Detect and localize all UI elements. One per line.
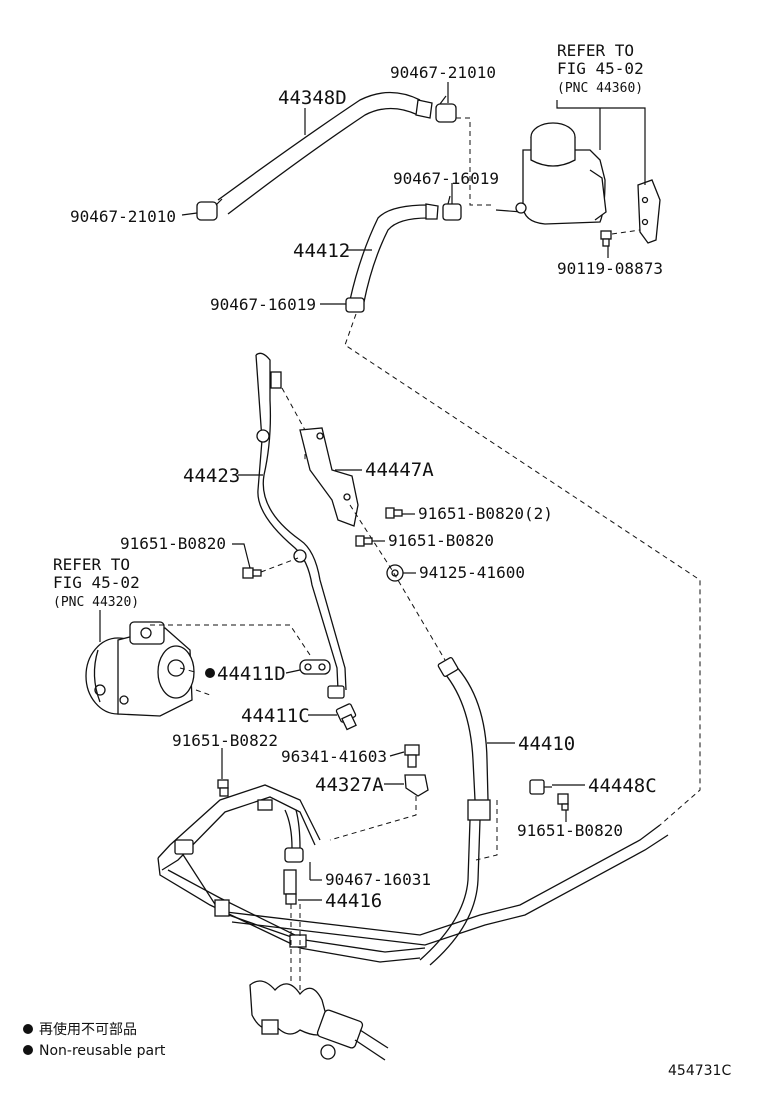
label-44448C: 44448C [588,775,657,797]
legend-dot-2 [23,1045,33,1055]
leader-bolt-96341 [389,751,405,757]
leader-bolt-left [232,543,251,569]
label-44416: 44416 [325,890,382,912]
legend-dot-1 [23,1024,33,1034]
lower-hose [283,869,297,905]
reservoir-illustration [495,122,607,225]
label-44423: 44423 [183,465,240,487]
clamp-bracket-44327A [404,774,429,797]
label-44411D: 44411D [217,663,286,685]
bolt-44448C [557,793,569,811]
label-91651-B0820-left: 91651-B0820 [120,534,226,553]
reservoir-bracket [637,179,661,244]
return-hose [349,203,439,303]
upper-return-hose [217,91,433,215]
reservoir-bolt [600,230,612,247]
reservoir-ref-line2: FIG 45-02 [557,59,644,78]
lower-tube-assembly [157,784,669,963]
label-44447A: 44447A [365,459,434,481]
label-90467-16019-low: 90467-16019 [210,295,316,314]
non-reusable-marker [205,668,215,678]
leader-44411d [285,669,301,674]
reservoir-ref-leader [556,100,646,185]
pump-ref-line3: (PNC 44320) [53,595,139,610]
reservoir-ref-line3: (PNC 44360) [557,81,643,96]
clamp-upper-right [435,95,457,123]
label-91651-B0820-right: 91651-B0820 [517,821,623,840]
nut [386,564,404,582]
label-94125-41600: 94125-41600 [419,563,525,582]
bolt-lower [217,779,229,797]
clamp-lower [284,847,304,863]
leader-clamp-upper-left [181,212,198,216]
pump-ref-line2: FIG 45-02 [53,573,140,592]
legend: 再使用不可部品 Non-reusable part [23,1021,166,1059]
gasket-44411D [205,659,331,678]
union-fitting [327,685,345,699]
pump-ref-line1: REFER TO [53,555,130,574]
pressure-hose [419,657,491,966]
bolt-bracket [355,535,373,547]
label-91651-B0820-bracket: 91651-B0820 [388,531,494,550]
label-44348D: 44348D [278,87,347,109]
clamp-44448C [529,779,552,795]
legend-item-2: Non-reusable part [39,1043,166,1059]
bolt-96341 [404,744,420,768]
label-96341-41603: 96341-41603 [281,747,387,766]
label-90467-16019-top: 90467-16019 [393,169,499,188]
bolt-left [242,567,262,579]
union-bolt-44411C [335,703,357,731]
label-90467-21010-left: 90467-21010 [70,207,176,226]
label-44411C: 44411C [241,705,310,727]
label-44327A: 44327A [315,774,384,796]
label-90119-08873: 90119-08873 [557,259,663,278]
legend-item-1: 再使用不可部品 [39,1021,137,1038]
reservoir-ref-line1: REFER TO [557,41,634,60]
label-91651-B0822: 91651-B0822 [172,731,278,750]
pump-illustration [85,621,195,717]
pressure-tube [255,352,347,691]
diagram-id: 454731C [668,1063,731,1079]
steering-rack-illustration [249,980,389,1061]
clamp-low [345,297,365,313]
label-91651-B0820-2: 91651-B0820(2) [418,504,553,523]
label-90467-16031: 90467-16031 [325,870,431,889]
bracket-44447A [299,427,359,527]
bolt-bracket-2 [385,507,403,519]
label-44412: 44412 [293,240,350,262]
label-90467-21010-top: 90467-21010 [390,63,496,82]
clamp-upper-left [196,198,223,221]
label-44410: 44410 [518,733,575,755]
